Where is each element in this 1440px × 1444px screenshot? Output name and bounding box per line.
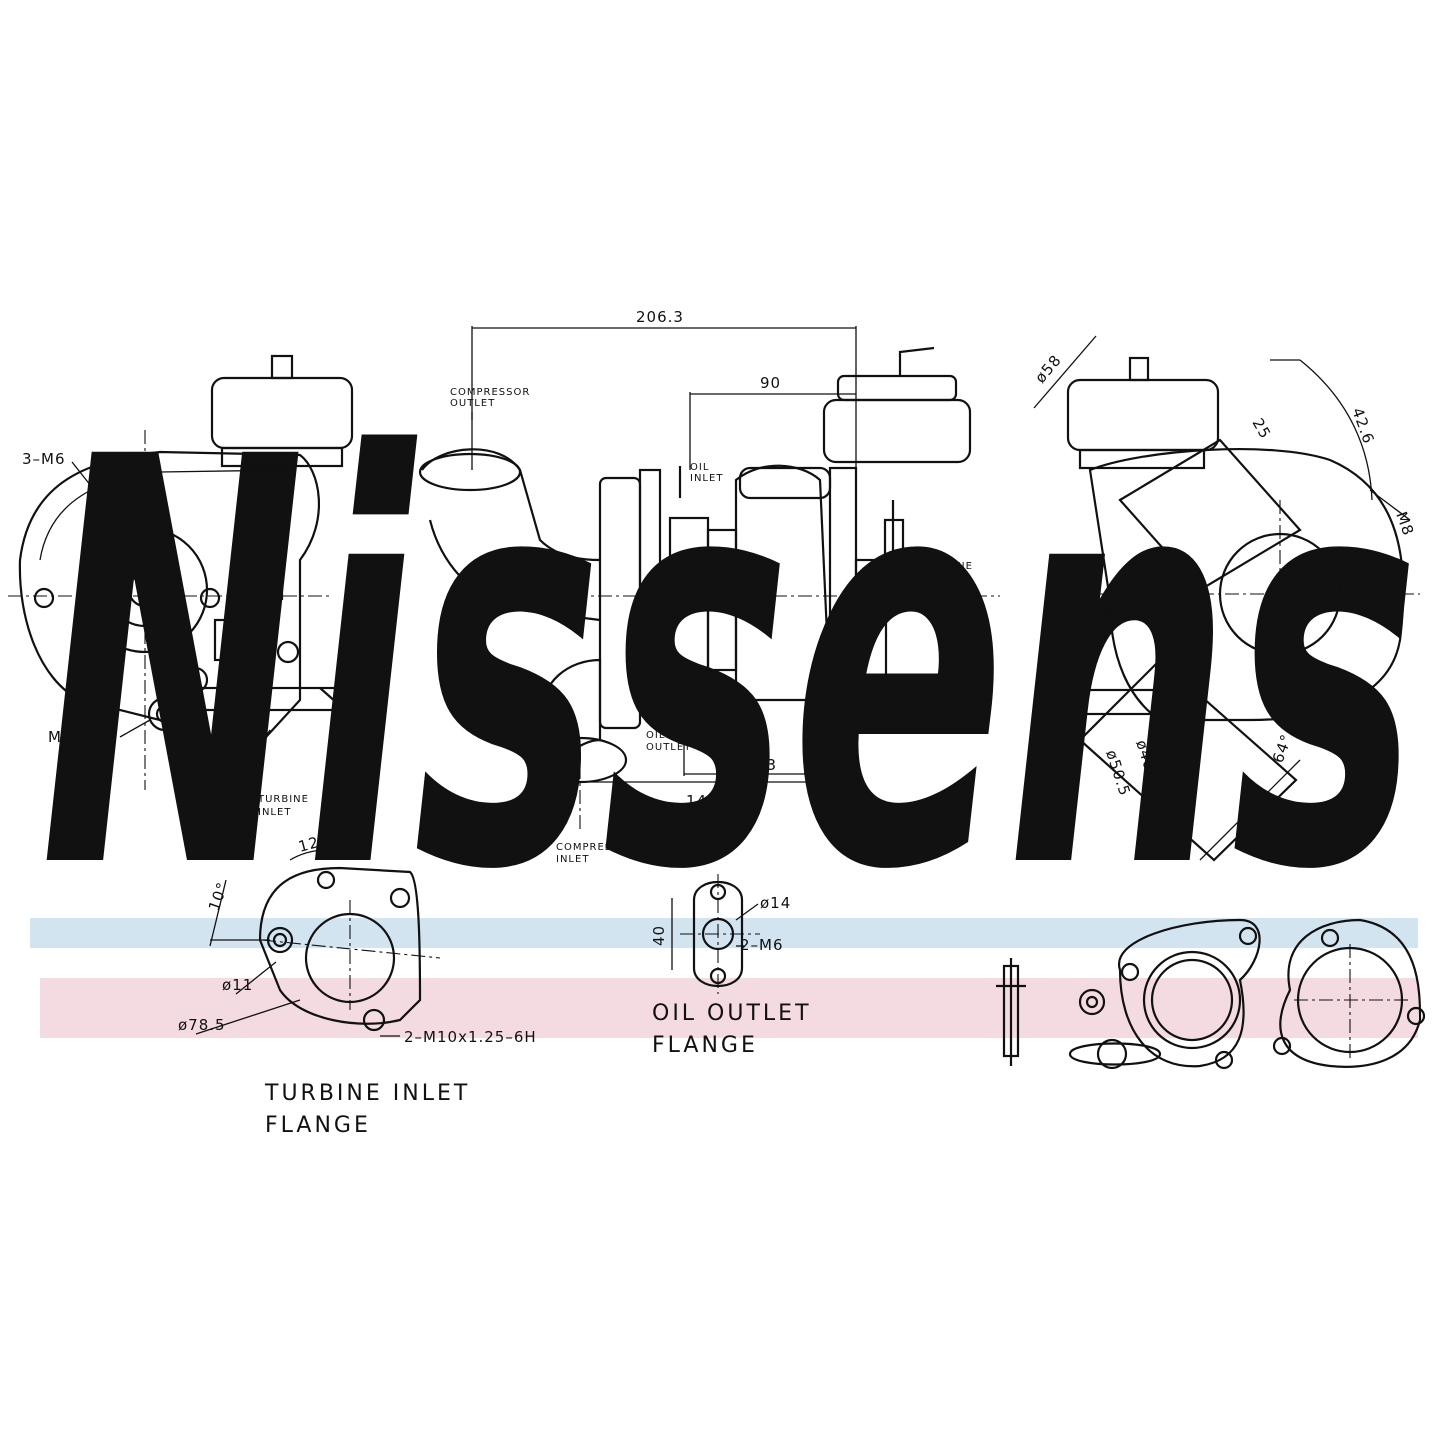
watermark-logo: Nissens [40, 341, 1420, 993]
label-compressor-inlet-1: COMPRESSOR [556, 842, 636, 853]
label-oil-inlet-1: OIL [690, 462, 709, 473]
center-view: 206.3 90 COMPRESSOR OUTLET [418, 308, 1000, 865]
label-compressor-outlet-1: COMPRESSOR [450, 387, 530, 398]
label-turbine-inlet-1: TURBINE [257, 794, 309, 805]
label-m8-left: M8 [1104, 602, 1129, 620]
pink-band [40, 978, 1418, 1038]
dim-206-3: 206.3 [636, 308, 684, 326]
flange-d11: ø11 [222, 976, 253, 994]
flange-d78-5: ø78.5 [178, 1016, 226, 1034]
dim-148: 148 [686, 792, 718, 810]
label-turbine-outlet-2: OUTLET [922, 574, 967, 585]
oil-flange-title-1: OIL OUTLET [652, 1001, 812, 1026]
label-oil-outlet-1: OIL [646, 730, 665, 741]
turbine-flange-title-1: TURBINE INLET [264, 1081, 470, 1106]
dim-90: 90 [760, 374, 781, 392]
gasket-kit [996, 918, 1426, 1070]
oil-flange-title-2: FLANGE [652, 1033, 758, 1058]
left-view: 3–M6 M10 TURBINE INLET [8, 354, 354, 818]
label-compressor-outlet-2: OUTLET [450, 398, 495, 409]
oil-flange-m6: 2–M6 [740, 936, 784, 954]
flange-thread: 2–M10x1.25–6H [404, 1028, 537, 1046]
oil-flange-d14: ø14 [760, 894, 791, 912]
turbine-flange-title-2: FLANGE [265, 1113, 371, 1138]
turbine-inlet-flange: 120° 10° ø11 ø78.5 2–M10x1.25–6H TURBINE… [178, 828, 537, 1138]
dim-93: 93 [756, 756, 777, 774]
label-oil-inlet-2: INLET [690, 473, 723, 484]
label-turbine-outlet-1: TURBINE [921, 561, 973, 572]
oil-outlet-flange: ø14 2–M6 40 OIL OUTLET FLANGE [650, 874, 812, 1058]
background-bands [30, 918, 1418, 1038]
oil-flange-h40: 40 [650, 925, 668, 946]
label-turbine-inlet-2: INLET [258, 807, 291, 818]
label-compressor-inlet-2: INLET [556, 854, 589, 865]
label-3m6: 3–M6 [22, 450, 66, 468]
label-oil-outlet-2: OUTLET [646, 742, 691, 753]
label-m10: M10 [48, 728, 83, 746]
